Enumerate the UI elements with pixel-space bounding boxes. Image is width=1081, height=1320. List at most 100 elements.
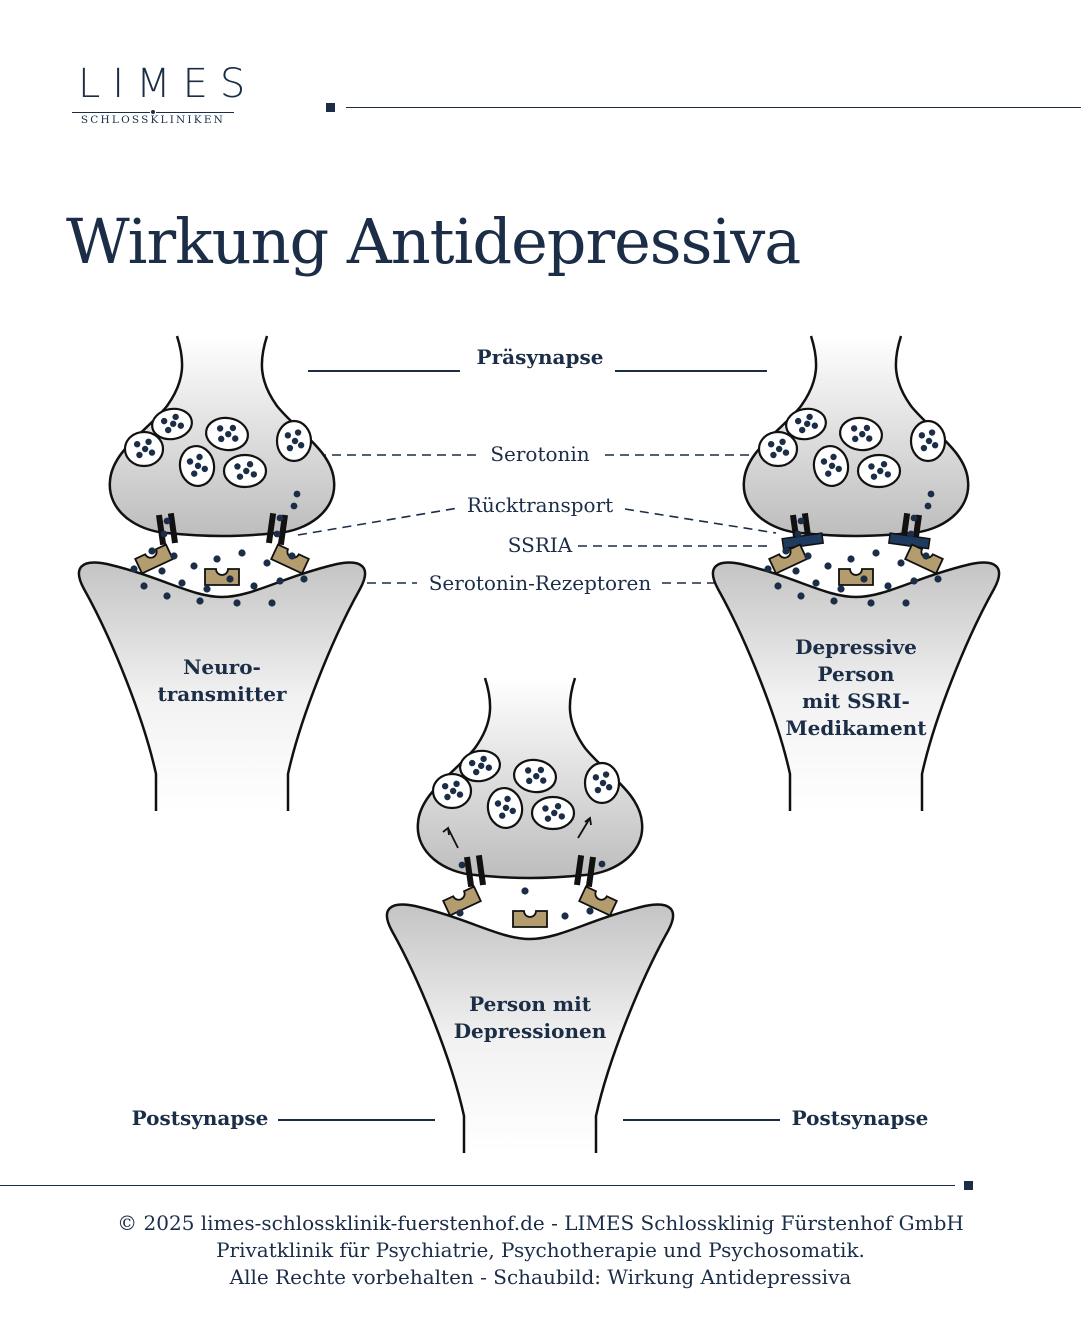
serotonin-molecule: [870, 473, 878, 480]
serotonin-molecule: [918, 432, 926, 439]
serotonin-molecule: [485, 764, 493, 771]
footer-rights: Alle Rechte vorbehalten - Schaubild: Wir…: [229, 1265, 852, 1289]
footer-copyright: © 2025 limes-schlossklinik-fuerstenhof.d…: [117, 1211, 964, 1235]
reuptake-dash-left: [297, 507, 459, 536]
serotonin-molecule: [238, 549, 246, 557]
receptor-body: [442, 885, 482, 917]
reuptake-arrowhead: [584, 816, 592, 826]
label-presynapse: Präsynapse: [477, 345, 604, 369]
vesicle: [583, 761, 621, 805]
serotonin-molecule: [196, 453, 203, 461]
label-serotonin: Serotonin: [490, 442, 589, 466]
serotonin-molecule: [178, 579, 186, 587]
serotonin-receptor: [904, 543, 944, 575]
serotonin-molecule: [794, 530, 802, 538]
serotonin-molecule: [300, 575, 308, 583]
serotonin-molecule: [924, 502, 932, 510]
reuptake-arrowhead: [442, 826, 450, 836]
serotonin-molecule: [284, 432, 292, 439]
reuptake-transporter: [573, 854, 597, 888]
page-title: Wirkung Antidepressiva: [66, 205, 801, 278]
footer-square: [964, 1181, 973, 1190]
serotonin-molecule: [850, 425, 858, 432]
serotonin-molecule: [782, 547, 790, 555]
serotonin-molecule: [148, 547, 156, 555]
serotonin-molecule: [234, 463, 241, 470]
serotonin-molecule: [453, 780, 460, 787]
serotonin-molecule: [494, 800, 502, 807]
vesicle: [151, 407, 193, 441]
serotonin-receptor: [134, 543, 174, 575]
serotonin-molecule: [837, 585, 845, 593]
serotonin-molecule: [441, 783, 449, 790]
serotonin-molecule: [276, 514, 284, 522]
serotonin-molecule: [803, 420, 811, 427]
serotonin-molecule: [828, 462, 836, 470]
serotonin-molecule: [246, 461, 254, 468]
serotonin-molecule: [456, 791, 464, 798]
caption-line: Depressive: [795, 635, 917, 659]
serotonin-molecule: [196, 597, 204, 605]
serotonin-molecule: [130, 565, 138, 573]
transporter-bar: [463, 856, 475, 888]
serotonin-receptor: [578, 885, 618, 917]
vesicle: [222, 453, 268, 489]
serotonin-molecule: [806, 413, 813, 421]
serotonin-molecule: [232, 435, 239, 442]
serotonin-molecule: [293, 490, 301, 498]
serotonin-molecule: [203, 585, 211, 593]
vesicle: [178, 444, 216, 488]
serotonin-molecule: [863, 424, 871, 432]
serotonin-molecule: [163, 592, 171, 600]
serotonin-molecule: [779, 438, 786, 445]
serotonin-molecule: [852, 435, 859, 443]
serotonin-molecule: [884, 582, 892, 590]
header-rule: [346, 107, 1081, 108]
serotonin-molecule: [164, 426, 172, 434]
receptor-body: [270, 543, 310, 575]
serotonin-molecule: [605, 784, 613, 791]
reuptake-dash-right: [624, 508, 777, 534]
serotonin-molecule: [449, 787, 457, 795]
reuptake-arrow: [447, 827, 459, 849]
serotonin-receptor: [270, 543, 310, 575]
serotonin-molecule: [201, 465, 208, 473]
serotonin-molecule: [804, 552, 812, 560]
reuptake-transporter: [265, 512, 289, 546]
serotonin-molecule: [847, 555, 855, 563]
serotonin-molecule: [133, 441, 141, 448]
serotonin-molecule: [866, 435, 873, 442]
serotonin-molecule: [136, 451, 143, 459]
transporter-bar: [167, 512, 179, 544]
vesicle: [123, 430, 165, 468]
label-serotonin-receptors: Serotonin-Rezeptoren: [429, 571, 652, 595]
header-square: [326, 103, 335, 112]
label-reuptake: Rücktransport: [467, 493, 613, 517]
serotonin-molecule: [774, 582, 782, 590]
logo-rule: [68, 112, 238, 113]
reuptake-transporter: [463, 854, 487, 888]
serotonin-molecule: [798, 426, 806, 434]
vesicle: [757, 430, 799, 468]
serotonin-molecule: [236, 473, 244, 480]
serotonin-molecule: [586, 907, 594, 915]
serotonin-molecule: [544, 815, 552, 822]
serotonin-molecule: [540, 777, 547, 784]
serotonin-molecule: [602, 771, 610, 778]
reuptake-transporter: [781, 512, 825, 550]
label-ssri: SSRIA: [508, 533, 573, 557]
connector-lines: [278, 370, 795, 1121]
serotonin-molecule: [480, 755, 487, 763]
serotonin-molecule: [226, 575, 234, 583]
serotonin-molecule: [824, 562, 832, 570]
serotonin-receptor: [838, 568, 874, 586]
serotonin-molecule: [194, 462, 202, 470]
transporter-bar: [155, 514, 167, 546]
serotonin-molecule: [250, 471, 258, 478]
serotonin-receptor: [512, 910, 548, 928]
serotonin-molecule: [191, 470, 198, 477]
caption-line: Neuro-: [183, 655, 261, 679]
